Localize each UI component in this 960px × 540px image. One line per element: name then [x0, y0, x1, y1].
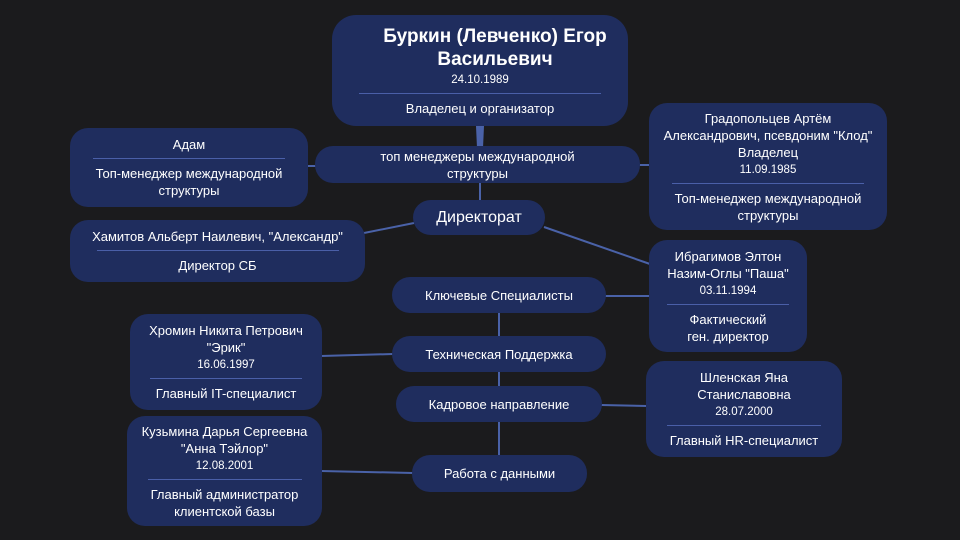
person-name: Хромин Никита Петрович "Эрик"	[149, 323, 303, 355]
person-role: Топ-менеджер международной структуры	[674, 190, 862, 223]
card-ibragimov[interactable]: Ибрагимов Элтон Назим-Оглы "Паша" 03.11.…	[649, 240, 807, 352]
group-directorate[interactable]: Директорат	[413, 200, 545, 235]
group-hr[interactable]: Кадровое направление	[396, 386, 602, 422]
group-top-managers[interactable]: топ менеджеры международной структуры	[315, 146, 640, 183]
connector-ibragimov-directorate	[543, 226, 651, 265]
owner-date: 24.10.1989	[451, 73, 509, 86]
group-tech-support[interactable]: Техническая Поддержка	[392, 336, 606, 372]
person-name: Шленская Яна Станиславовна	[697, 370, 791, 402]
divider	[96, 250, 339, 251]
divider	[147, 478, 302, 480]
owner-name: Буркин (Левченко) Егор Васильевич	[383, 25, 607, 70]
person-name: Адам	[172, 137, 206, 152]
group-key-specialists[interactable]: Ключевые Специалисты	[392, 277, 606, 313]
connector-khromin	[320, 353, 394, 357]
person-role: Фактический ген. директор	[687, 311, 769, 344]
person-date: 16.06.1997	[197, 359, 255, 371]
connector-owner-topmanagers	[475, 125, 485, 149]
person-name: Хамитов Альберт Наилевич, "Александр"	[92, 229, 343, 244]
person-role: Главный IT-специалист	[155, 386, 297, 401]
card-khamitov[interactable]: Хамитов Альберт Наилевич, "Александр" Ди…	[70, 220, 365, 282]
divider	[667, 303, 789, 305]
person-date: 28.07.2000	[715, 406, 773, 418]
person-date: 12.08.2001	[195, 459, 254, 472]
person-name: Кузьмина Дарья Сергеевна "Анна Тэйлор"	[141, 423, 308, 456]
owner-role: Владелец и организатор	[405, 100, 555, 116]
owner-card[interactable]: Буркин (Левченко) Егор Васильевич 24.10.…	[332, 15, 628, 126]
card-shlenskaya[interactable]: Шленская Яна Станиславовна 28.07.2000 Гл…	[646, 361, 842, 457]
person-role: Директор СБ	[178, 258, 257, 273]
person-role: Главный HR-специалист	[669, 433, 819, 448]
person-role: Главный администратор клиентской базы	[150, 486, 299, 519]
divider	[672, 182, 864, 184]
connector-shlenskaya	[600, 404, 648, 407]
card-kuzmina[interactable]: Кузьмина Дарья Сергеевна "Анна Тэйлор" 1…	[127, 416, 322, 526]
card-adam[interactable]: Адам Топ-менеджер международной структур…	[70, 128, 308, 207]
divider	[358, 92, 602, 94]
person-date: 11.09.1985	[739, 163, 797, 176]
divider	[93, 158, 285, 159]
person-name: Градопольцев Артём Александрович, псевдо…	[663, 110, 873, 160]
card-gradopoltsev[interactable]: Градопольцев Артём Александрович, псевдо…	[649, 103, 887, 230]
divider	[666, 425, 822, 426]
group-data[interactable]: Работа с данными	[412, 455, 587, 492]
divider	[150, 378, 302, 379]
person-name: Ибрагимов Элтон Назим-Оглы "Паша"	[667, 248, 789, 281]
connector-khamitov	[363, 222, 415, 234]
person-date: 03.11.1994	[699, 284, 757, 297]
person-role: Топ-менеджер международной структуры	[95, 166, 283, 198]
connector-kuzmina	[320, 470, 414, 474]
card-khromin[interactable]: Хромин Никита Петрович "Эрик" 16.06.1997…	[130, 314, 322, 410]
